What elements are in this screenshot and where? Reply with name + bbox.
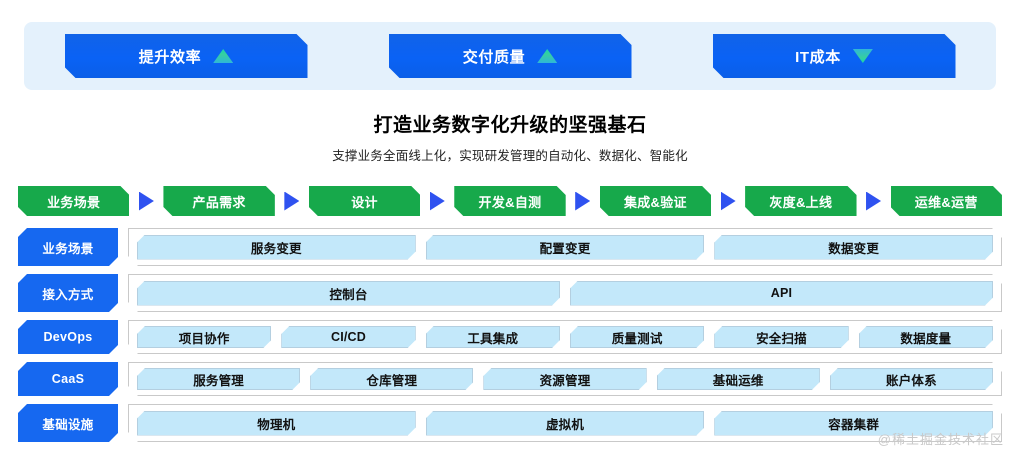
watermark: @稀土掘金技术社区: [877, 432, 1004, 447]
layer-chip[interactable]: 控制台: [137, 281, 560, 306]
layer-row-access-method: 接入方式 控制台 API: [18, 274, 1002, 312]
pipeline-stages: 业务场景 产品需求 设计 开发&自测 集成&验证 灰度&上线 运维&运营: [18, 185, 1002, 217]
layer-key-business-scenario[interactable]: 业务场景: [18, 228, 118, 266]
layer-chip-label: API: [770, 286, 793, 300]
layer-key-label: 接入方式: [42, 287, 94, 302]
layer-chip[interactable]: 工具集成: [426, 326, 560, 348]
layer-chip[interactable]: 基础运维: [657, 368, 820, 390]
layer-key-label: 基础设施: [42, 417, 94, 432]
layer-chip-label: 控制台: [329, 287, 368, 302]
layer-chip-label: 工具集成: [467, 331, 519, 346]
pipeline-stage[interactable]: 开发&自测: [454, 186, 565, 216]
layer-chip[interactable]: 数据度量: [859, 326, 993, 348]
pipeline-stage-label: 业务场景: [47, 194, 101, 210]
pipeline-stage[interactable]: 集成&验证: [600, 186, 711, 216]
layer-chip[interactable]: CI/CD: [281, 326, 415, 348]
layer-chip-label: CI/CD: [330, 330, 366, 344]
layer-key-devops[interactable]: DevOps: [18, 320, 118, 354]
banner-button-label: 提升效率: [138, 48, 202, 66]
layer-chip-label: 虚拟机: [545, 417, 585, 432]
pipeline-stage[interactable]: 运维&运营: [891, 186, 1002, 216]
banner-button-label: 交付质量: [462, 48, 526, 66]
layer-chip-label: 仓库管理: [366, 373, 418, 388]
pipeline-stage-label: 运维&运营: [914, 194, 978, 210]
pipeline-stage-label: 产品需求: [192, 194, 246, 210]
layer-chip-label: 数据变更: [828, 241, 880, 256]
layer-chip[interactable]: 物理机: [137, 411, 416, 436]
layer-chip[interactable]: 安全扫描: [714, 326, 848, 348]
layer-body: 项目协作 CI/CD 工具集成 质量测试 安全扫描 数据度量: [128, 320, 1002, 354]
layer-body: 服务管理 仓库管理 资源管理 基础运维 账户体系: [128, 362, 1002, 396]
layer-chip[interactable]: 仓库管理: [310, 368, 473, 390]
layer-chip-label: 项目协作: [178, 331, 230, 346]
layer-body: 物理机 虚拟机 容器集群: [128, 404, 1002, 442]
layer-chip-label: 数据度量: [900, 331, 952, 346]
layer-chip-label: 基础运维: [712, 373, 764, 388]
layer-chip[interactable]: 虚拟机: [426, 411, 705, 436]
layer-chip[interactable]: 服务管理: [137, 368, 300, 390]
layer-chip[interactable]: 服务变更: [137, 235, 416, 260]
triangle-up-icon: [537, 49, 557, 63]
layer-row-business-scenario: 业务场景 服务变更 配置变更 数据变更: [18, 228, 1002, 266]
pipeline-stage-label: 设计: [351, 194, 378, 210]
layer-chip[interactable]: 项目协作: [137, 326, 271, 348]
layer-chip-label: 服务管理: [193, 373, 244, 388]
layer-key-infrastructure[interactable]: 基础设施: [18, 404, 118, 442]
layer-key-label: 业务场景: [42, 241, 94, 256]
pipeline-stage[interactable]: 灰度&上线: [745, 186, 856, 216]
layer-chip[interactable]: 账户体系: [830, 368, 993, 390]
layer-chip-label: 容器集群: [828, 417, 880, 432]
pipeline-stage-label: 开发&自测: [478, 194, 542, 210]
layer-key-label: CaaS: [51, 372, 85, 386]
layer-chip[interactable]: API: [570, 281, 993, 306]
pipeline-stage[interactable]: 设计: [309, 186, 420, 216]
arrow-right-icon: [129, 191, 163, 211]
layer-chip-label: 质量测试: [611, 331, 663, 346]
layer-chip-label: 物理机: [257, 417, 296, 432]
layer-chip-label: 配置变更: [539, 241, 591, 256]
layer-chip[interactable]: 容器集群: [714, 411, 993, 436]
arrow-right-icon: [711, 191, 745, 211]
layer-chip-label: 资源管理: [539, 373, 591, 388]
layer-chip-label: 账户体系: [886, 373, 937, 388]
arrow-right-icon: [566, 191, 600, 211]
banner-button-it-cost[interactable]: IT成本: [713, 34, 956, 78]
pipeline-stage-label: 灰度&上线: [769, 194, 833, 210]
layer-row-caas: CaaS 服务管理 仓库管理 资源管理 基础运维 账户体系: [18, 362, 1002, 396]
layer-chip[interactable]: 配置变更: [426, 235, 705, 260]
arrow-right-icon: [275, 191, 309, 211]
layer-key-label: DevOps: [43, 330, 93, 344]
triangle-up-icon: [213, 49, 233, 63]
arrow-right-icon: [420, 191, 454, 211]
layer-body: 服务变更 配置变更 数据变更: [128, 228, 1002, 266]
top-banner: 提升效率 交付质量 IT成本: [24, 22, 996, 90]
layer-key-caas[interactable]: CaaS: [18, 362, 118, 396]
triangle-down-icon: [853, 49, 873, 63]
layer-chip-label: 服务变更: [250, 241, 302, 256]
layer-row-devops: DevOps 项目协作 CI/CD 工具集成 质量测试 安全扫描 数据度量: [18, 320, 1002, 354]
layer-chip[interactable]: 数据变更: [714, 235, 993, 260]
layer-body: 控制台 API: [128, 274, 1002, 312]
pipeline-stage-label: 集成&验证: [623, 194, 687, 210]
layer-chip[interactable]: 资源管理: [483, 368, 646, 390]
page-subtitle: 支撑业务全面线上化，实现研发管理的自动化、数据化、智能化: [332, 149, 688, 163]
arrow-right-icon: [857, 191, 891, 211]
pipeline-stage[interactable]: 产品需求: [163, 186, 274, 216]
page-title: 打造业务数字化升级的坚强基石: [373, 115, 647, 136]
banner-button-label: IT成本: [795, 48, 841, 66]
layer-key-access-method[interactable]: 接入方式: [18, 274, 118, 312]
layer-row-infrastructure: 基础设施 物理机 虚拟机 容器集群: [18, 404, 1002, 442]
layer-stack: 业务场景 服务变更 配置变更 数据变更 接入方式 控制台 API DevOps …: [18, 228, 1002, 442]
banner-button-quality[interactable]: 交付质量: [389, 34, 632, 78]
banner-button-efficiency[interactable]: 提升效率: [65, 34, 308, 78]
layer-chip[interactable]: 质量测试: [570, 326, 704, 348]
pipeline-stage[interactable]: 业务场景: [18, 186, 129, 216]
layer-chip-label: 安全扫描: [756, 331, 807, 346]
heading-block: 打造业务数字化升级的坚强基石 支撑业务全面线上化，实现研发管理的自动化、数据化、…: [0, 110, 1020, 164]
